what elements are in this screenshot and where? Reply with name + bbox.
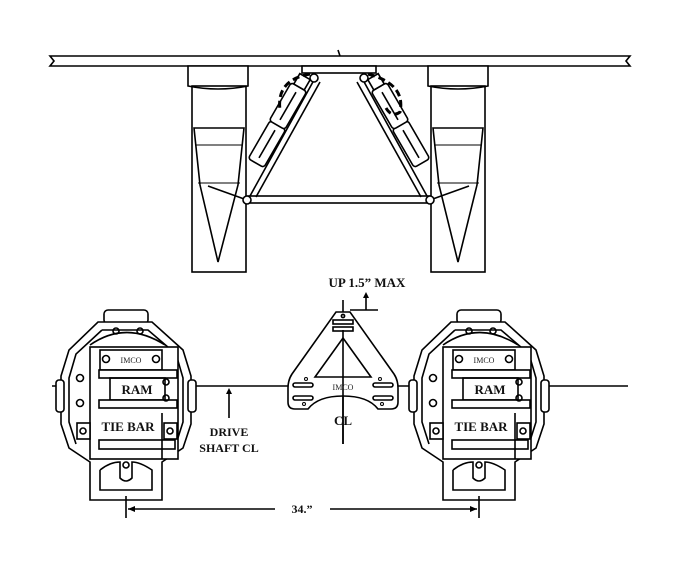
- drive-label-line1: DRIVE: [210, 425, 249, 439]
- left-tie-bar-label: TIE BAR: [101, 419, 155, 434]
- left-drive-top: [187, 65, 249, 273]
- right-brand-label: IMCO: [474, 356, 495, 365]
- spacing-dimension: [125, 496, 480, 518]
- left-ram-label: RAM: [121, 382, 152, 397]
- right-drive-top: [427, 65, 489, 273]
- drive-label-line2: SHAFT CL: [199, 441, 258, 455]
- right-tie-bar-label: TIE BAR: [454, 419, 508, 434]
- hydraulic-rams-top: [247, 65, 431, 198]
- tie-bar-top: [242, 195, 435, 205]
- right-drive-housing: [408, 309, 550, 501]
- center-steering-plate: [287, 292, 399, 444]
- left-brand-label: IMCO: [121, 356, 142, 365]
- right-ram-label: RAM: [474, 382, 505, 397]
- center-line-label: CL: [334, 413, 352, 428]
- drive-shaft-arrow: [226, 388, 232, 418]
- left-drive-housing: [55, 309, 197, 501]
- spacing-label: 34.”: [292, 502, 313, 516]
- up-max-label: UP 1.5” MAX: [329, 275, 407, 290]
- center-plate-brand-label: IMCO: [333, 383, 354, 392]
- transom-beam: [48, 49, 632, 67]
